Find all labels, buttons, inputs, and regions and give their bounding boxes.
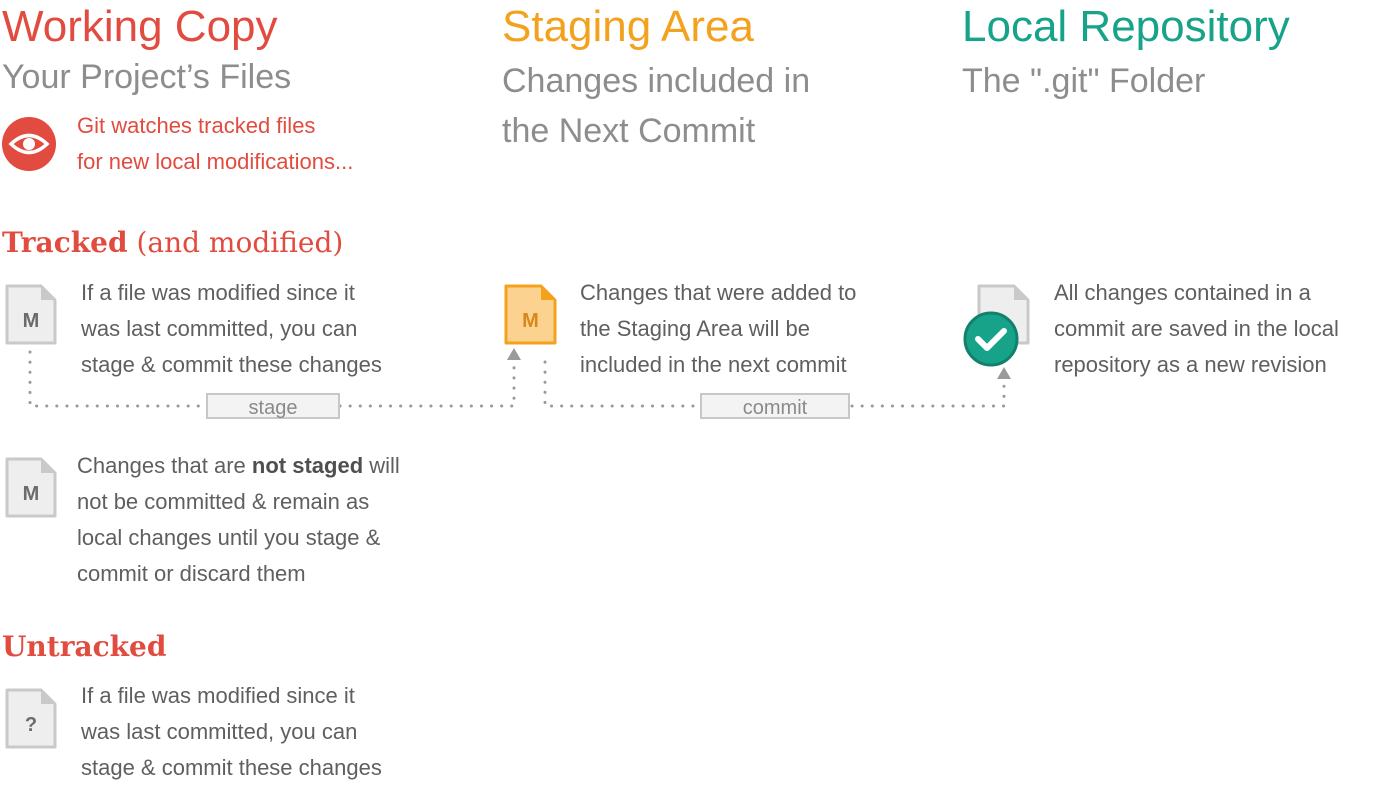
committed-desc-line2: commit are saved in the local xyxy=(1054,316,1339,341)
tracked-file-icon xyxy=(5,284,57,345)
not-staged-desc-line2: not be committed & remain as xyxy=(77,489,370,514)
tracked-desc-line2: was last committed, you can xyxy=(81,316,358,341)
not-staged-bold-text: not staged xyxy=(251,453,364,478)
staging-area-title: Staging Area xyxy=(502,2,754,51)
not-staged-file-icon xyxy=(5,457,57,518)
eye-icon xyxy=(2,117,56,171)
watch-note-line2: for new local modifications... xyxy=(77,149,354,174)
untracked-file-badge: ? xyxy=(24,714,38,736)
untracked-heading: Untracked xyxy=(2,630,167,663)
untracked-desc-line3: stage & commit these changes xyxy=(81,755,382,780)
tracked-desc-line3: stage & commit these changes xyxy=(81,352,382,377)
not-staged-desc-line1: Changes that are not staged will xyxy=(77,448,400,484)
staging-area-subtitle-line1: Changes included in xyxy=(502,62,811,100)
arrow-up-icon xyxy=(997,367,1011,379)
tracked-desc-line1: If a file was modified since it xyxy=(81,280,355,305)
local-repository-title: Local Repository xyxy=(962,2,1290,51)
not-staged-desc-line4: commit or discard them xyxy=(77,561,306,586)
tracked-heading: Tracked (and modified) xyxy=(2,226,343,259)
untracked-file-icon xyxy=(5,688,57,749)
staged-desc-line3: included in the next commit xyxy=(580,352,847,377)
working-copy-title: Working Copy xyxy=(2,2,278,51)
watch-note-line1: Git watches tracked files xyxy=(77,113,316,138)
tracked-heading-bold: Tracked xyxy=(2,226,128,259)
staged-file-icon xyxy=(504,284,557,345)
working-copy-subtitle: Your Project’s Files xyxy=(2,58,292,96)
tracked-heading-rest: (and modified) xyxy=(127,226,344,259)
not-staged-file-badge: M xyxy=(22,483,40,505)
not-staged-text-before: Changes that are xyxy=(77,453,252,478)
committed-desc-line1: All changes contained in a xyxy=(1054,280,1311,305)
untracked-desc-line1: If a file was modified since it xyxy=(81,683,355,708)
local-repository-subtitle: The ".git" Folder xyxy=(962,62,1206,100)
not-staged-desc-line3: local changes until you stage & xyxy=(77,525,381,550)
staged-desc-line2: the Staging Area will be xyxy=(580,316,810,341)
committed-desc-line3: repository as a new revision xyxy=(1054,352,1327,377)
commit-action-label: commit xyxy=(700,393,850,419)
staged-desc-line1: Changes that were added to xyxy=(580,280,857,305)
tracked-file-badge: M xyxy=(22,310,40,332)
staging-area-subtitle-line2: the Next Commit xyxy=(502,112,756,150)
untracked-desc-line2: was last committed, you can xyxy=(81,719,358,744)
not-staged-text-after: will xyxy=(363,453,400,478)
stage-action-label: stage xyxy=(206,393,340,419)
staged-file-badge: M xyxy=(522,310,539,332)
checkmark-icon xyxy=(963,311,1019,367)
arrow-up-icon xyxy=(507,348,521,360)
